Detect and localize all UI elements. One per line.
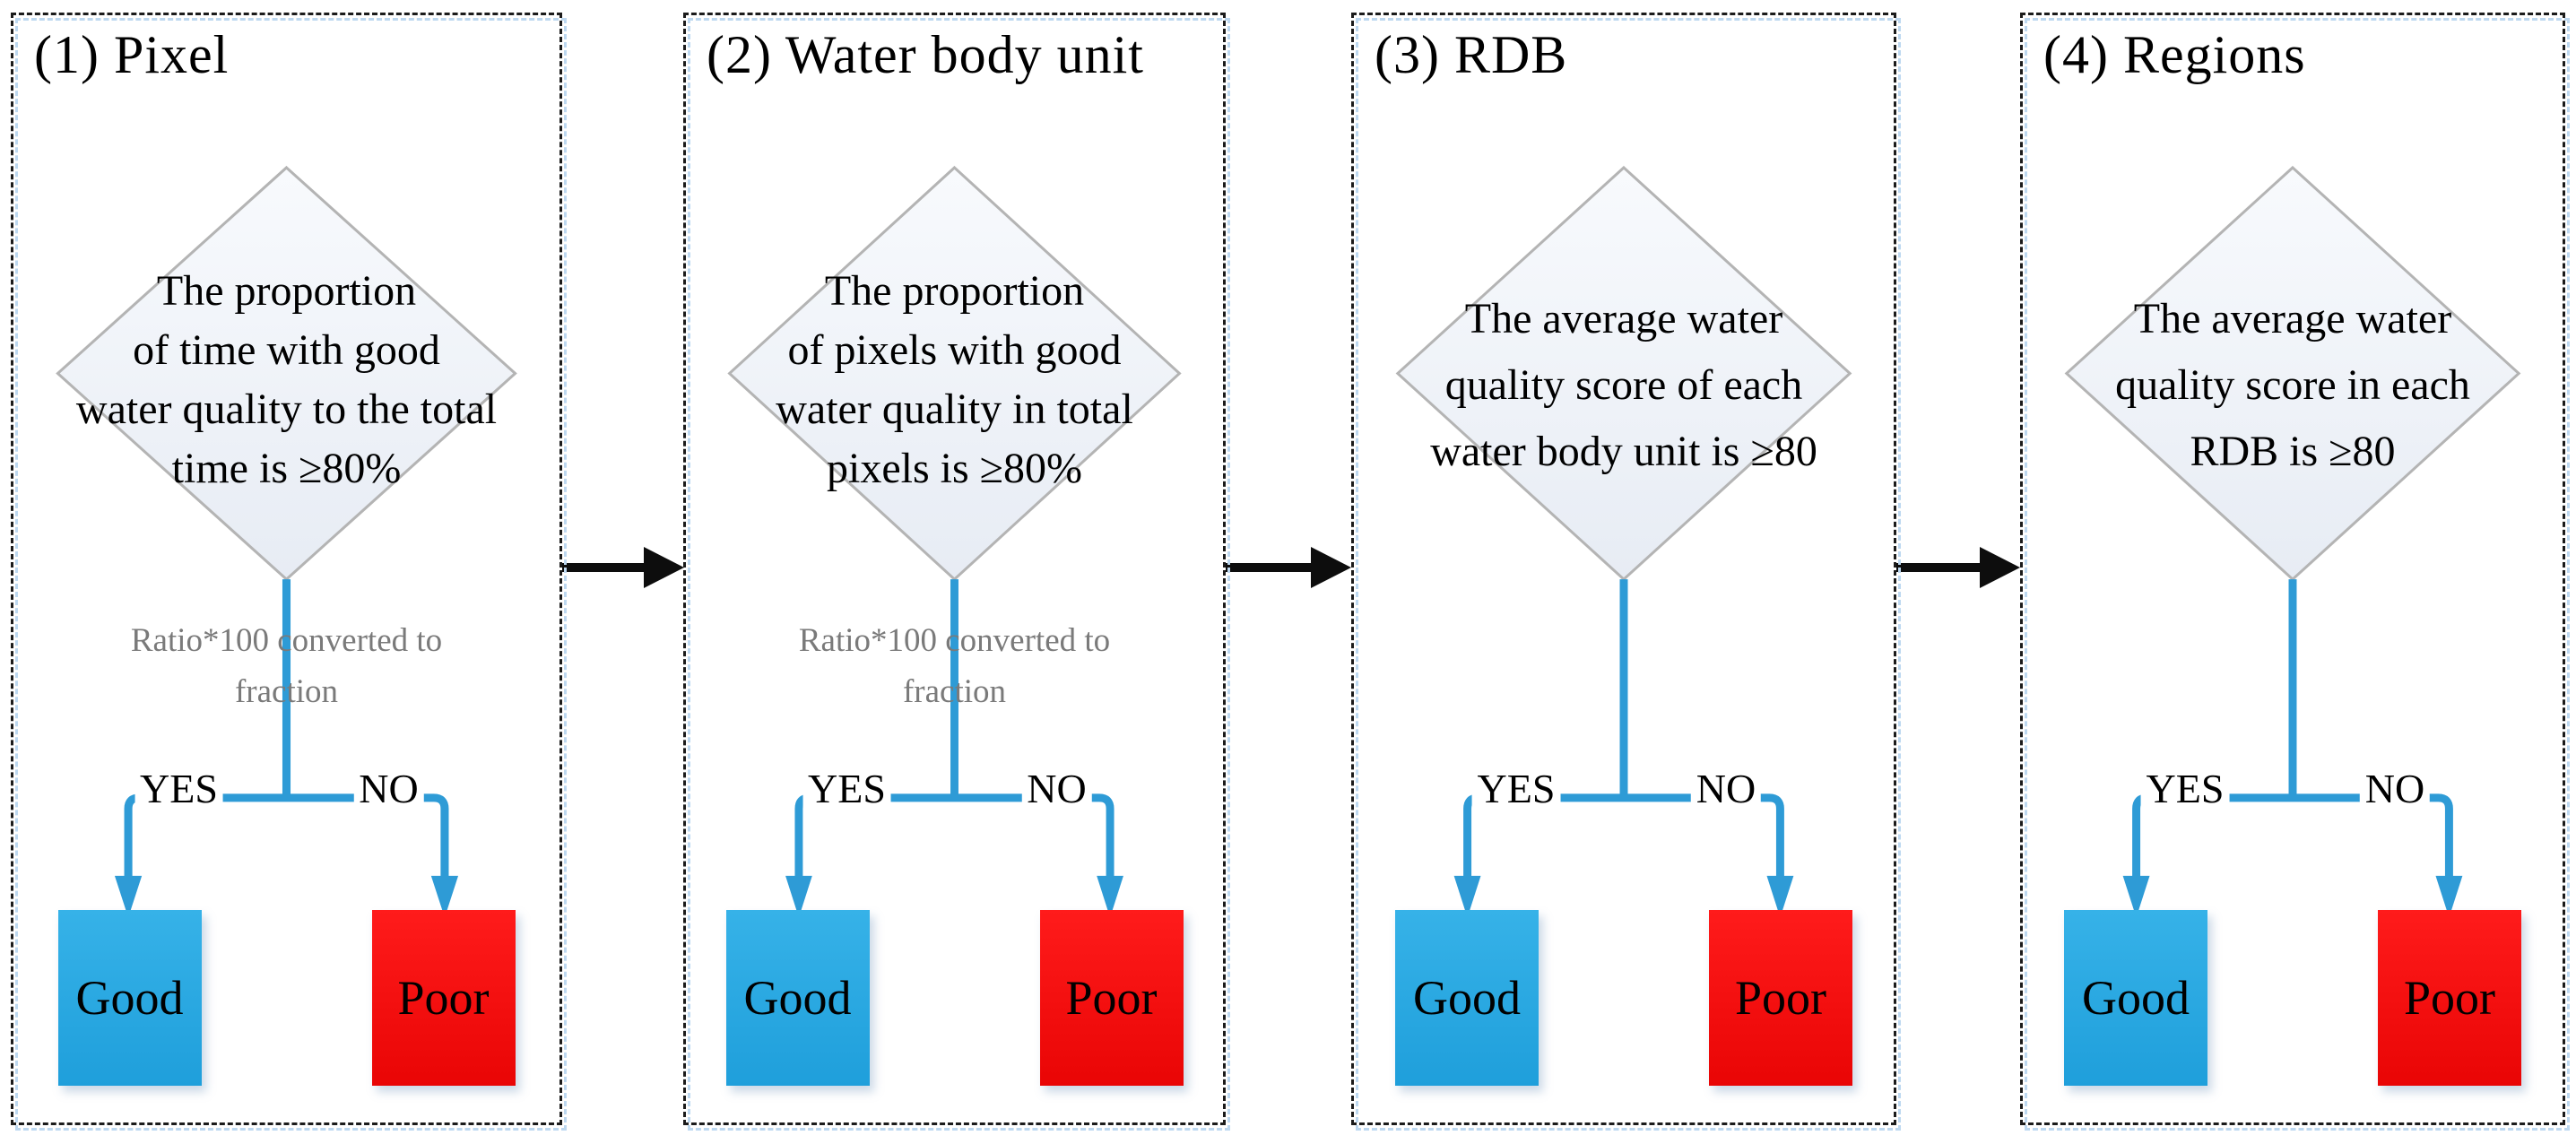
yes-label: YES [1471,767,1561,811]
panel-regions: (4) Regions The average water quality sc… [2020,13,2565,1125]
diamond-text-line: The average water [1464,294,1783,342]
edge-note: Ratio*100 converted to fraction [683,615,1226,717]
good-box: Good [57,910,202,1086]
branch-line [2132,793,2453,880]
no-label: NO [1021,767,1092,811]
panel-pixel: (1) Pixel The proportion of time with go… [11,13,562,1125]
yes-arrowhead-icon [2122,875,2150,918]
flowchart-graphics [56,165,517,918]
decision-diamond-text: The average water quality score in each … [2115,166,2470,574]
diamond-text-line: pixels is ≥80% [827,444,1082,492]
panel-water-body-unit: (2) Water body unit The proportion of pi… [683,13,1226,1125]
panel-title: (4) Regions [2043,25,2306,84]
branch-line [1463,793,1784,880]
good-box: Good [1395,910,1539,1086]
diamond-text-line: The average water [2133,294,2452,342]
no-label: NO [353,767,424,811]
yes-arrowhead-icon [785,875,812,918]
diamond-text-line: water body unit is ≥80 [1430,427,1817,475]
good-box: Good [2064,910,2207,1086]
panel-rdb: (3) RDB The average water quality score … [1351,13,1896,1125]
no-arrowhead-icon [1766,875,1794,918]
diamond-text-line: of time with good [133,325,440,374]
decision-diamond-text: The proportion of time with good water q… [76,166,497,574]
edge-note-line: Ratio*100 converted to [798,622,1111,659]
diamond-text-line: quality score of each [1444,360,1803,409]
yes-arrowhead-icon [1453,875,1481,918]
yes-label: YES [2140,767,2230,811]
edge-note-line: Ratio*100 converted to [130,622,443,659]
decision-diamond-text: The average water quality score of each … [1430,166,1817,574]
edge-note-line: fraction [234,673,339,710]
decision-diamond-text: The proportion of pixels with good water… [776,166,1133,574]
flowchart-graphics [727,165,1182,918]
yes-label: YES [134,767,223,811]
diamond-text-line: time is ≥80% [171,444,402,492]
branch-line [124,793,449,880]
diamond-text-line: water quality to the total [75,385,498,433]
panel-title: (2) Water body unit [707,25,1144,84]
panel-title: (1) Pixel [34,25,230,84]
edge-note: Ratio*100 converted to fraction [11,615,562,717]
edge-note-line: fraction [902,673,1007,710]
no-label: NO [1690,767,1762,811]
yes-arrowhead-icon [114,875,143,918]
good-box: Good [725,910,870,1086]
no-arrowhead-icon [2435,875,2463,918]
diamond-text-line: water quality in total [776,385,1133,433]
flowchart-graphics [1395,165,1852,918]
next-stage-arrow-icon [562,563,644,572]
panel-title: (3) RDB [1375,25,1568,84]
yes-label: YES [802,767,891,811]
diamond-text-line: The proportion [156,266,417,315]
diamond-text-line: RDB is ≥80 [2190,427,2396,475]
poor-box: Poor [371,910,516,1086]
next-stage-arrow-icon [1896,563,1980,572]
poor-box: Poor [1709,910,1852,1086]
branch-line [794,793,1115,880]
no-arrowhead-icon [430,875,459,918]
diamond-text-line: of pixels with good [787,325,1122,374]
no-arrowhead-icon [1097,875,1123,918]
poor-box: Poor [2378,910,2521,1086]
next-stage-arrow-icon [1226,563,1311,572]
poor-box: Poor [1039,910,1184,1086]
diamond-text-line: quality score in each [2115,360,2470,409]
diamond-text-line: The proportion [824,266,1085,315]
no-label: NO [2359,767,2431,811]
flowchart-graphics [2064,165,2521,918]
